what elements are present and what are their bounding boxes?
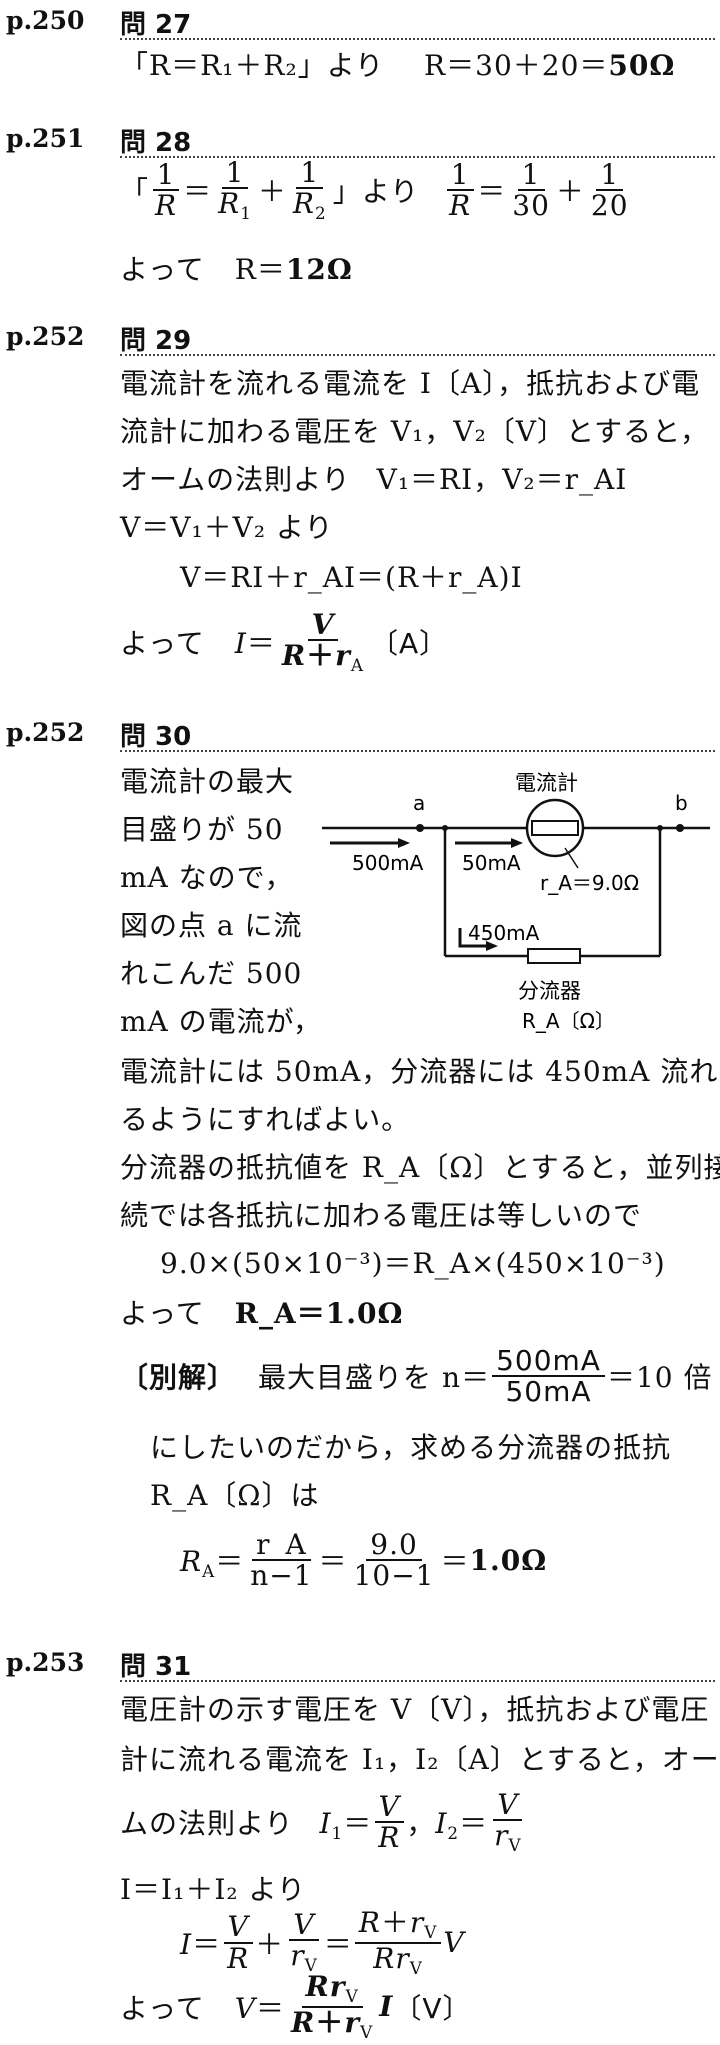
ammeter-label: 電流計 xyxy=(515,771,578,795)
q30-line-14: R_A〔Ω〕は xyxy=(150,1479,320,1512)
label-500mA: 500mA xyxy=(352,851,424,875)
question-28-title: 問 28 xyxy=(120,128,192,158)
ammeter-resistor xyxy=(531,820,579,836)
arrow-450 xyxy=(458,928,490,948)
q31-line-4: I＝I₁＋I₂ より xyxy=(120,1873,306,1906)
q30-line-13: にしたいのだから，求める分流器の抵抗 xyxy=(150,1431,672,1464)
page-ref-253: p.253 xyxy=(6,1648,85,1677)
ammeter-leader xyxy=(564,847,579,869)
q31-line-2: 計に流れる電流を I₁，I₂〔A〕とすると，オー xyxy=(120,1743,720,1776)
q30-left-2: 目盛りが 50 xyxy=(120,813,284,846)
divider xyxy=(120,38,715,40)
shunt-r-label: R_A〔Ω〕 xyxy=(522,1009,615,1033)
page-ref-252b: p.252 xyxy=(6,718,85,747)
q30-left-5: れこんだ 500 xyxy=(120,957,303,990)
q30-line-7: 電流計には 50mA，分流器には 450mA 流れ xyxy=(120,1055,719,1088)
q29-line-2: 流計に加わる電圧を V₁，V₂〔V〕とすると， xyxy=(120,415,710,448)
shunt-label: 分流器 xyxy=(518,979,581,1003)
label-b: b xyxy=(675,791,688,815)
node-b xyxy=(676,824,684,832)
circuit-diagram: a b 電流計 r_A＝9.0Ω 500mA 50mA 450mA 分流器 R_… xyxy=(322,771,710,1033)
q30-left-4: 図の点 a に流 xyxy=(120,909,303,942)
q27-equation: R＝30＋20＝ xyxy=(424,49,609,82)
page-ref-251: p.251 xyxy=(6,124,85,153)
q29-line-4: V＝V₁＋V₂ より xyxy=(120,511,334,544)
label-450mA: 450mA xyxy=(468,921,540,945)
question-30-title: 問 30 xyxy=(120,722,192,752)
divider xyxy=(120,750,715,752)
betsukai-label: 〔別解〕 xyxy=(120,1361,237,1395)
q30-left-3: mA なので， xyxy=(120,861,294,894)
q27-quote: 「R＝R₁＋R₂」より xyxy=(120,49,385,82)
label-50mA: 50mA xyxy=(462,851,521,875)
q30-line-9: 分流器の抵抗値を R_A〔Ω〕とすると，並列接 xyxy=(120,1151,720,1184)
q28-answer: 12Ω xyxy=(285,253,353,286)
q28-yori: 」より xyxy=(332,175,420,209)
q29-line-1: 電流計を流れる電流を I〔A〕，抵抗および電 xyxy=(120,367,701,400)
question-27-title: 問 27 xyxy=(120,10,192,40)
q29-line-5: V＝RI＋r_AI＝(R＋r_A)I xyxy=(180,561,523,594)
q30-left-6: mA の電流が， xyxy=(120,1005,322,1038)
q30-line-8: るようにすればよい。 xyxy=(120,1103,411,1136)
page-ref-252: p.252 xyxy=(6,322,85,351)
question-31-title: 問 31 xyxy=(120,1652,192,1682)
label-a: a xyxy=(413,791,425,815)
q30-left-1: 電流計の最大 xyxy=(120,765,295,798)
page-ref-250: p.250 xyxy=(6,6,85,35)
divider xyxy=(120,1680,715,1682)
node-a xyxy=(416,824,424,832)
q27-line: 「R＝R₁＋R₂」より R＝30＋20＝50Ω xyxy=(120,44,675,84)
q30-final-answer: 1.0Ω xyxy=(469,1543,548,1577)
shunt-resistor xyxy=(527,948,581,964)
q30-line-10: 続では各抵抗に加わる電圧は等しいので xyxy=(120,1199,643,1232)
divider xyxy=(120,156,715,158)
q30-line-11: 9.0×(50×10⁻³)＝R_A×(450×10⁻³) xyxy=(160,1247,666,1280)
question-29-title: 問 29 xyxy=(120,326,192,356)
r-meter-label: r_A＝9.0Ω xyxy=(540,871,639,895)
q30-answer: R_A＝1.0Ω xyxy=(234,1297,404,1330)
q27-answer: 50Ω xyxy=(608,49,676,82)
q31-line-1: 電圧計の示す電圧を V〔V〕，抵抗および電圧 xyxy=(120,1693,710,1726)
divider xyxy=(120,354,715,356)
